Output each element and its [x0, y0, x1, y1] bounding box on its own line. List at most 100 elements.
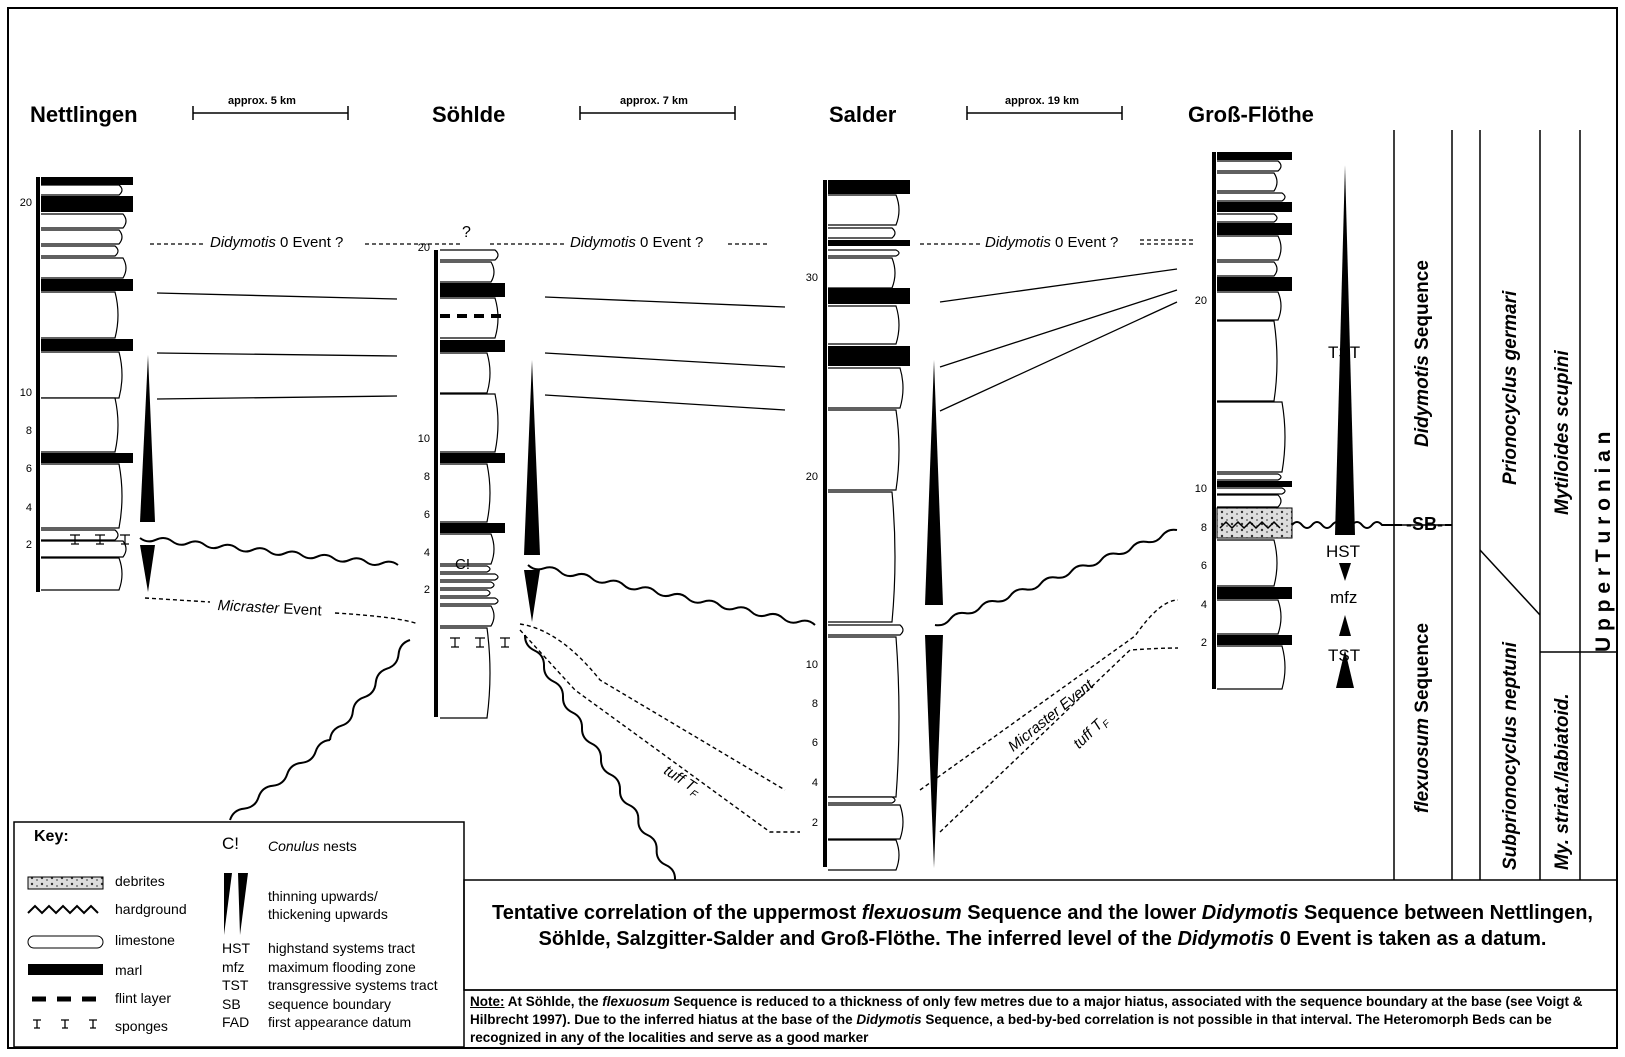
key-abbreviation: FAD — [222, 1014, 250, 1030]
key-flint-label: flint layer — [115, 990, 172, 1006]
grossflothe-bed — [1217, 494, 1282, 508]
grossflothe-hardground — [1219, 520, 1281, 530]
grossflothe-bed — [1217, 599, 1282, 635]
grossflothe-bed — [1217, 223, 1292, 235]
sohlde-bed — [440, 627, 491, 719]
mfz-label: mfz — [1330, 588, 1358, 607]
depth-tick-label: 8 — [423, 471, 430, 483]
nettlingen-bed — [41, 196, 133, 212]
sohlde-bed — [440, 340, 505, 352]
nettlingen-bed — [41, 257, 127, 279]
depth-tick-label: 30 — [805, 272, 818, 284]
key-marl-label: marl — [115, 962, 143, 978]
grossflothe-bed — [1217, 277, 1292, 291]
sohlde-bed — [440, 249, 499, 261]
sohlde-bed — [440, 453, 505, 463]
distance-label: approx. 7 km — [620, 95, 688, 107]
depth-tick-label: 8 — [25, 425, 32, 437]
nettlingen-thinning-wedge — [140, 355, 155, 522]
key-abbreviation-text: highstand systems tract — [268, 940, 416, 956]
sohlde-bed — [440, 463, 491, 523]
grossflothe-bed — [1217, 473, 1282, 481]
nettlingen-bed — [41, 279, 133, 291]
depth-tick-label: 10 — [1194, 483, 1207, 495]
depth-tick-label: 10 — [805, 659, 818, 671]
depth-tick-label: 6 — [811, 737, 818, 749]
depth-tick-label: 10 — [19, 387, 32, 399]
figure-frame — [7, 7, 1618, 1049]
nettlingen-bed — [41, 463, 123, 529]
distance-label: approx. 5 km — [228, 95, 296, 107]
key-thinning-wedge — [224, 873, 232, 935]
grossflothe-bed — [1217, 172, 1278, 192]
depth-tick-label: 6 — [25, 463, 32, 475]
salder-bed — [828, 240, 910, 246]
sohlde-thickening-wedge — [524, 570, 540, 622]
grossflothe-hst-wedge — [1339, 563, 1351, 581]
depth-tick-label: 2 — [811, 817, 818, 829]
depth-tick-label: 8 — [811, 698, 818, 710]
key-sponges-label: sponges — [115, 1018, 168, 1034]
distance-bar-1 — [192, 106, 349, 120]
grossflothe-bed — [1217, 645, 1286, 690]
sohlde-bed — [440, 605, 495, 627]
key-abbreviation-text: sequence boundary — [268, 995, 391, 1012]
subprionocyclus-zone-label: Subprionocyclus neptuni — [1500, 641, 1521, 870]
grossflothe-bed — [1217, 291, 1282, 321]
depth-tick-label: 6 — [1200, 560, 1207, 572]
sponge-symbol — [450, 637, 460, 648]
sponge-symbol — [120, 534, 130, 545]
key-abbreviation: TST — [222, 977, 249, 993]
salder-bed — [828, 180, 910, 194]
sohlde-axis — [434, 250, 438, 717]
depth-tick-label: 20 — [417, 242, 430, 254]
salder-bed — [828, 305, 900, 345]
key-hardground-swatch — [27, 904, 99, 915]
key-limestone-swatch — [27, 935, 104, 949]
key-limestone-label: limestone — [115, 932, 175, 948]
distance-label: approx. 19 km — [1005, 95, 1079, 107]
salder-bed — [828, 346, 910, 366]
grossflothe-bed — [1217, 587, 1292, 599]
sohlde-bed — [440, 533, 495, 565]
depth-tick-label: 4 — [423, 547, 430, 559]
key-marl-swatch — [28, 964, 103, 975]
sohlde-thinning-wedge — [524, 360, 540, 555]
salder-thickening-wedge — [925, 635, 943, 868]
key-abbreviation: SB — [222, 995, 241, 1012]
key-thickening-wedge — [238, 873, 248, 935]
depth-tick-label: 2 — [1200, 637, 1207, 649]
salder-bed — [828, 804, 904, 840]
figure-caption: Tentative correlation of the uppermost f… — [492, 902, 1593, 950]
grossflothe-tst-wedge — [1335, 165, 1355, 535]
sohlde-question-mark: ? — [462, 224, 471, 241]
stage-label: U p p e r T u r o n i a n — [1592, 431, 1615, 652]
depth-tick-label: 20 — [1194, 295, 1207, 307]
salder-bed — [828, 491, 896, 623]
key-debrites-label: debrites — [115, 873, 165, 889]
distance-bar-3 — [966, 106, 1123, 120]
zone-columns — [1393, 130, 1617, 880]
nettlingen-bed — [41, 184, 123, 196]
nettlingen-bed — [41, 229, 123, 245]
grossflothe-bed — [1217, 261, 1278, 277]
sohlde-bed — [440, 589, 491, 597]
depth-tick-label: 10 — [417, 433, 430, 445]
tst-label-lower: TST — [1328, 646, 1361, 665]
grossflothe-bed — [1217, 192, 1286, 202]
sponge-symbol — [70, 534, 80, 545]
site-name-grossflothe: Groß-Flöthe — [1188, 102, 1314, 127]
nettlingen-bed — [41, 213, 127, 229]
grossflothe-bed — [1217, 487, 1286, 495]
didymotis-sequence-label: Didymotis Sequence — [1412, 260, 1433, 447]
nettlingen-bed — [41, 453, 133, 463]
depth-tick-label: 20 — [19, 197, 32, 209]
salder-bed — [828, 367, 904, 409]
salder-bed — [828, 194, 900, 226]
depth-tick-label: 6 — [423, 509, 430, 521]
key-abbreviation: mfz — [222, 958, 245, 975]
grossflothe-axis — [1212, 152, 1216, 689]
sb-label: -SB- — [1406, 514, 1444, 534]
key-wedge-label: thickening upwards — [268, 906, 388, 922]
